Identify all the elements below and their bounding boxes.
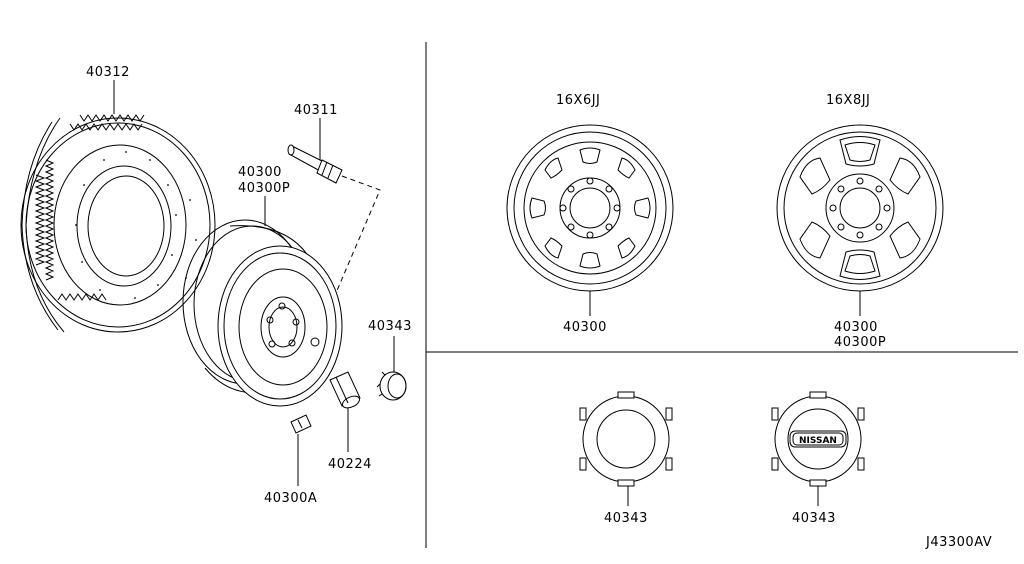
- label-cap-nissan: 40343: [792, 511, 836, 526]
- label-valve: 40311: [294, 103, 338, 118]
- label-wheel-right-b: 40300P: [834, 335, 886, 350]
- label-tire: 40312: [86, 65, 130, 80]
- label-wheel-left-b: 40300P: [238, 181, 290, 196]
- wheel-exploded-drawing: [182, 219, 343, 407]
- steel-wheel-16x6-drawing: [506, 124, 674, 292]
- nissan-logo-text: NISSAN: [799, 436, 837, 446]
- label-wheel-left-a: 40300: [238, 165, 282, 180]
- label-wheel-right-a: 40300: [834, 320, 878, 335]
- label-cap-plain: 40343: [604, 511, 648, 526]
- valve-dashed-guide: [317, 175, 381, 336]
- label-weight: 40300A: [264, 491, 317, 506]
- center-cap-plain-drawing: [579, 391, 673, 487]
- valve-drawing: [287, 144, 343, 184]
- label-size-right: 16X8JJ: [826, 93, 870, 108]
- label-nut: 40224: [328, 457, 372, 472]
- nut-drawing: [329, 371, 361, 409]
- steel-wheel-16x8-drawing: [776, 124, 944, 292]
- label-wheel-mid: 40300: [563, 320, 607, 335]
- diagram-code: J43300AV: [925, 535, 992, 550]
- label-size-left: 16X6JJ: [556, 93, 600, 108]
- balance-weight-drawing: [290, 414, 312, 434]
- label-cap-small: 40343: [368, 319, 412, 334]
- tire-drawing: [20, 114, 216, 333]
- center-cap-small-drawing: [376, 371, 407, 401]
